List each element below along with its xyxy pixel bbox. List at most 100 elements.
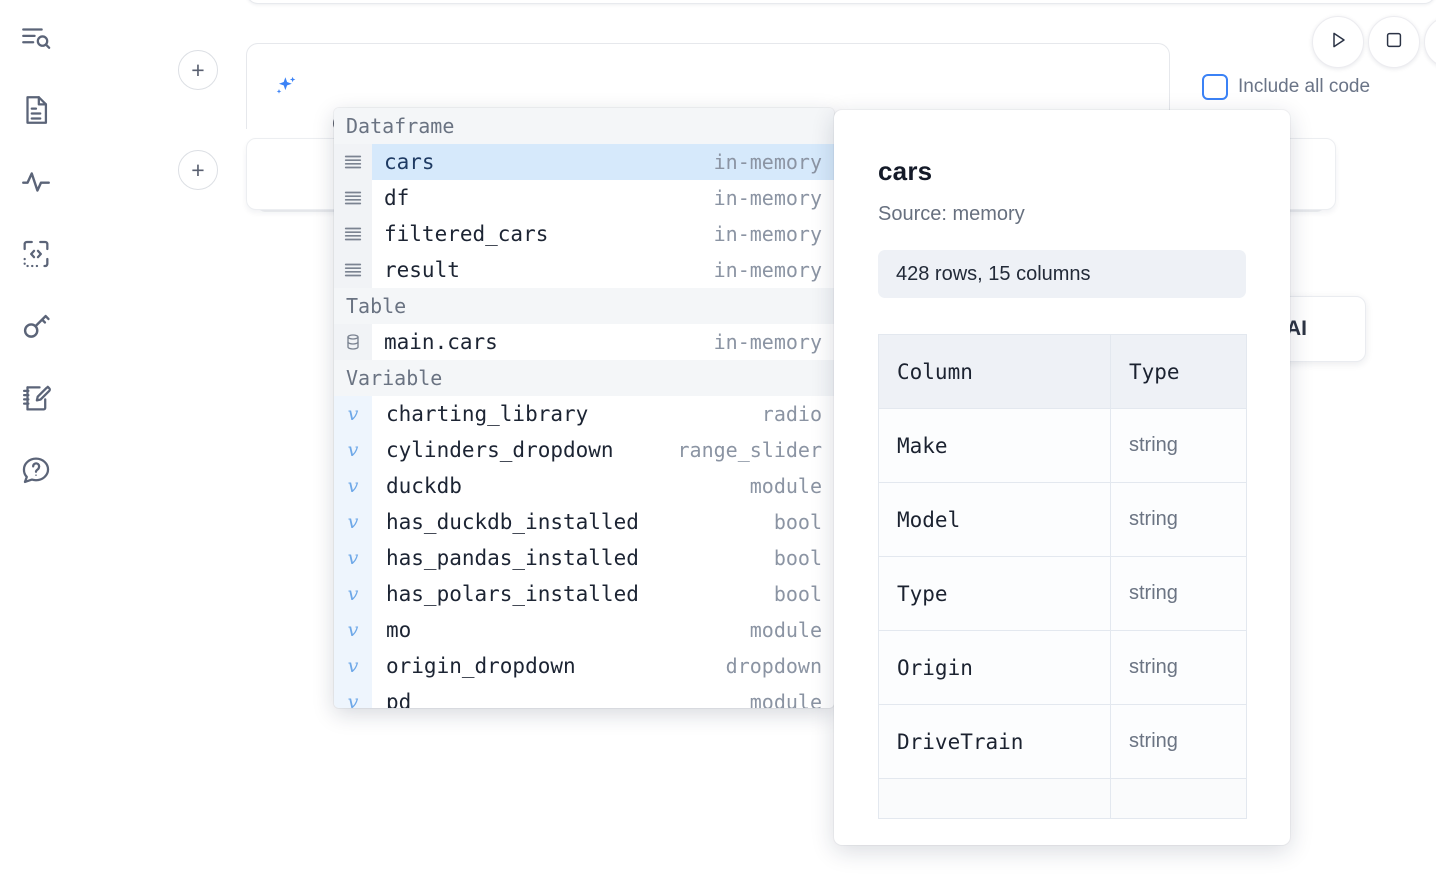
add-cell-button-top[interactable]: + — [178, 50, 218, 90]
autocomplete-item-name: charting_library — [386, 402, 589, 426]
sidebar-item-snippets[interactable] — [14, 232, 58, 276]
autocomplete-item[interactable]: v cylinders_dropdown range_slider — [334, 432, 834, 468]
variable-icon: v — [334, 576, 372, 612]
variable-icon: v — [334, 540, 372, 576]
plus-icon: + — [191, 156, 205, 183]
dataframe-icon — [334, 216, 372, 252]
variable-icon: v — [334, 648, 372, 684]
variable-icon: v — [334, 468, 372, 504]
autocomplete-item-body: origin_dropdown dropdown — [372, 648, 834, 684]
play-icon — [1326, 28, 1350, 57]
stop-button[interactable] — [1368, 16, 1420, 68]
include-all-code-row[interactable]: Include all code — [1202, 74, 1370, 100]
code-snippet-icon — [19, 237, 53, 271]
run-button[interactable] — [1312, 16, 1364, 68]
variable-icon: v — [334, 504, 372, 540]
document-icon — [19, 93, 53, 127]
autocomplete-item-body: has_duckdb_installed bool — [372, 504, 834, 540]
sidebar-item-help[interactable] — [14, 448, 58, 492]
autocomplete-item-name: has_duckdb_installed — [386, 510, 639, 534]
autocomplete-item-body: df in-memory — [372, 180, 834, 216]
autocomplete-item-name: has_polars_installed — [386, 582, 639, 606]
autocomplete-item-name: cars — [384, 150, 435, 174]
autocomplete-item-type: in-memory — [713, 186, 822, 210]
autocomplete-item-type: in-memory — [713, 222, 822, 246]
schema-header-cell: Column — [878, 334, 1111, 409]
overflow-button[interactable] — [1424, 16, 1436, 68]
autocomplete-item[interactable]: df in-memory — [334, 180, 834, 216]
autocomplete-item-name: main.cars — [384, 330, 498, 354]
schema-column-type: string — [1110, 630, 1247, 705]
autocomplete-item[interactable]: v has_duckdb_installed bool — [334, 504, 834, 540]
autocomplete-item[interactable]: v origin_dropdown dropdown — [334, 648, 834, 684]
autocomplete-item-name: filtered_cars — [384, 222, 549, 246]
sidebar-item-secrets[interactable] — [14, 304, 58, 348]
include-all-code-checkbox[interactable] — [1202, 74, 1228, 100]
left-icon-rail — [0, 0, 72, 874]
schema-column-name: Make — [878, 408, 1111, 483]
schema-column-name: Origin — [878, 630, 1111, 705]
autocomplete-item[interactable]: v has_polars_installed bool — [334, 576, 834, 612]
detail-source: Source: memory — [878, 203, 1025, 225]
autocomplete-item[interactable]: filtered_cars in-memory — [334, 216, 834, 252]
autocomplete-item-body: has_polars_installed bool — [372, 576, 834, 612]
autocomplete-item[interactable]: main.cars in-memory — [334, 324, 834, 360]
autocomplete-item-type: module — [749, 690, 822, 708]
autocomplete-item-type: bool — [773, 510, 822, 534]
include-all-code-label: Include all code — [1238, 76, 1371, 97]
autocomplete-item-name: origin_dropdown — [386, 654, 576, 678]
autocomplete-item-body: pd module — [372, 684, 834, 708]
sidebar-item-scratchpad[interactable] — [14, 376, 58, 420]
autocomplete-item-type: range_slider — [677, 438, 823, 462]
sidebar-item-documents[interactable] — [14, 88, 58, 132]
sidebar-item-activity[interactable] — [14, 160, 58, 204]
table-icon — [334, 324, 372, 360]
autocomplete-item-type: module — [749, 618, 822, 642]
notebook-edit-icon — [19, 381, 53, 415]
autocomplete-item-type: bool — [773, 582, 822, 606]
autocomplete-item-type: in-memory — [713, 330, 822, 354]
add-cell-button-bottom[interactable]: + — [178, 150, 218, 190]
sparkles-icon — [269, 74, 299, 104]
autocomplete-group-header: Variable — [334, 360, 834, 396]
variable-icon: v — [334, 432, 372, 468]
autocomplete-item-type: dropdown — [725, 654, 822, 678]
activity-icon — [19, 165, 53, 199]
autocomplete-item-name: duckdb — [386, 474, 462, 498]
autocomplete-item-name: pd — [386, 690, 412, 708]
detail-shape-badge: 428 rows, 15 columns — [878, 250, 1246, 298]
dataframe-icon — [334, 144, 372, 180]
autocomplete-item-type: module — [749, 474, 822, 498]
schema-header-cell: Type — [1110, 334, 1247, 409]
autocomplete-item-name: cylinders_dropdown — [386, 438, 614, 462]
plus-icon: + — [191, 56, 205, 83]
schema-column-type: string — [1110, 408, 1247, 483]
autocomplete-group-header: Dataframe — [334, 108, 834, 144]
schema-column-type: string — [1110, 704, 1247, 779]
autocomplete-item-body: filtered_cars in-memory — [372, 216, 834, 252]
schema-column-type: string — [1110, 482, 1247, 557]
autocomplete-item-name: df — [384, 186, 410, 210]
detail-title: cars — [878, 156, 933, 186]
help-chat-icon — [19, 453, 53, 487]
sidebar-item-explorer-search[interactable] — [14, 16, 58, 60]
variable-icon: v — [334, 396, 372, 432]
autocomplete-item-body: duckdb module — [372, 468, 834, 504]
